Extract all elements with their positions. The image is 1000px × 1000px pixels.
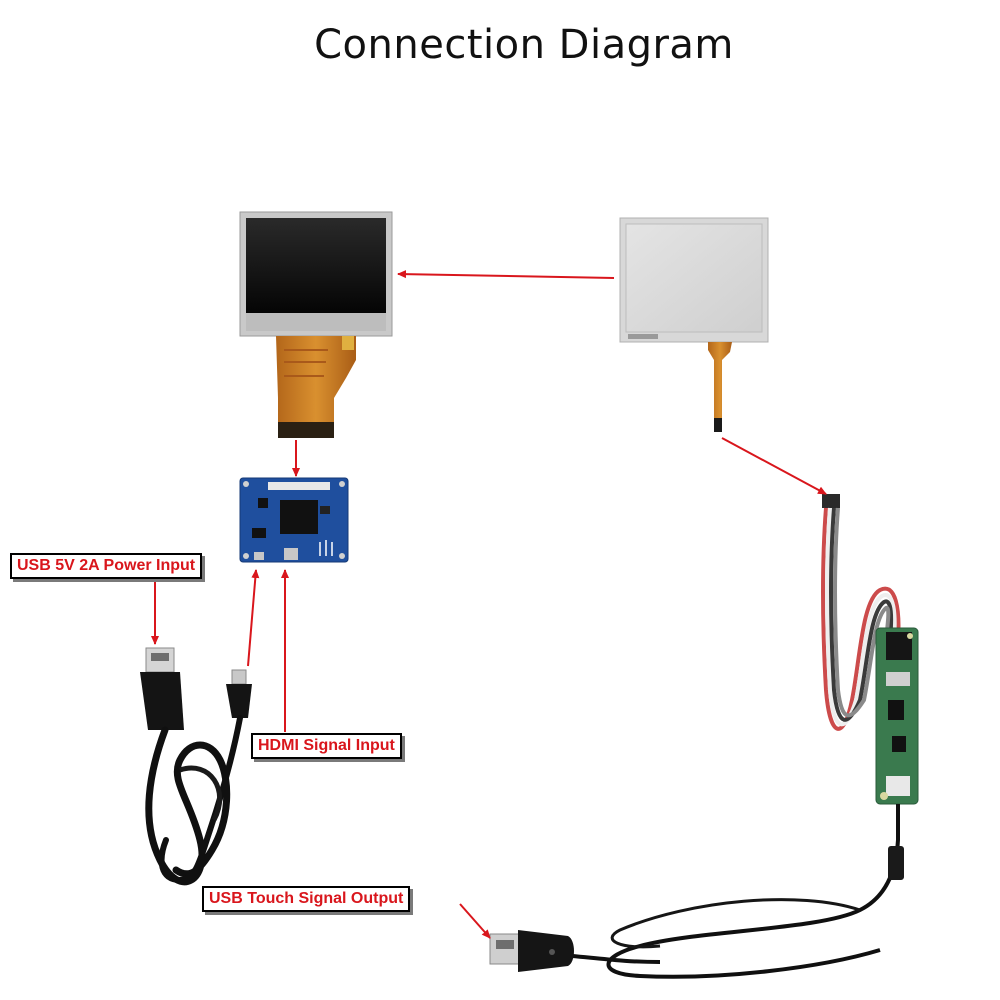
usb-touch-cable: [489, 804, 904, 979]
page-title: Connection Diagram: [314, 22, 734, 68]
lcd-display-panel: [239, 211, 393, 438]
touch-controller-wire: [821, 494, 901, 731]
arrow-micro-usb-to-board: [247, 569, 260, 667]
power-input-label: USB 5V 2A Power Input: [10, 553, 203, 579]
hdmi-input-label: HDMI Signal Input: [251, 733, 402, 759]
driver-board: [239, 477, 349, 563]
usb-touch-output-label: USB Touch Signal Output: [202, 886, 411, 912]
touch-controller-board: [875, 627, 919, 805]
usb-power-cable: [140, 647, 252, 886]
arrow-touch-to-lcd: [397, 270, 615, 279]
arrow-touch-tail-to-wire: [721, 437, 827, 495]
arrow-usb-output: [459, 903, 491, 939]
touch-panel: [619, 217, 769, 432]
